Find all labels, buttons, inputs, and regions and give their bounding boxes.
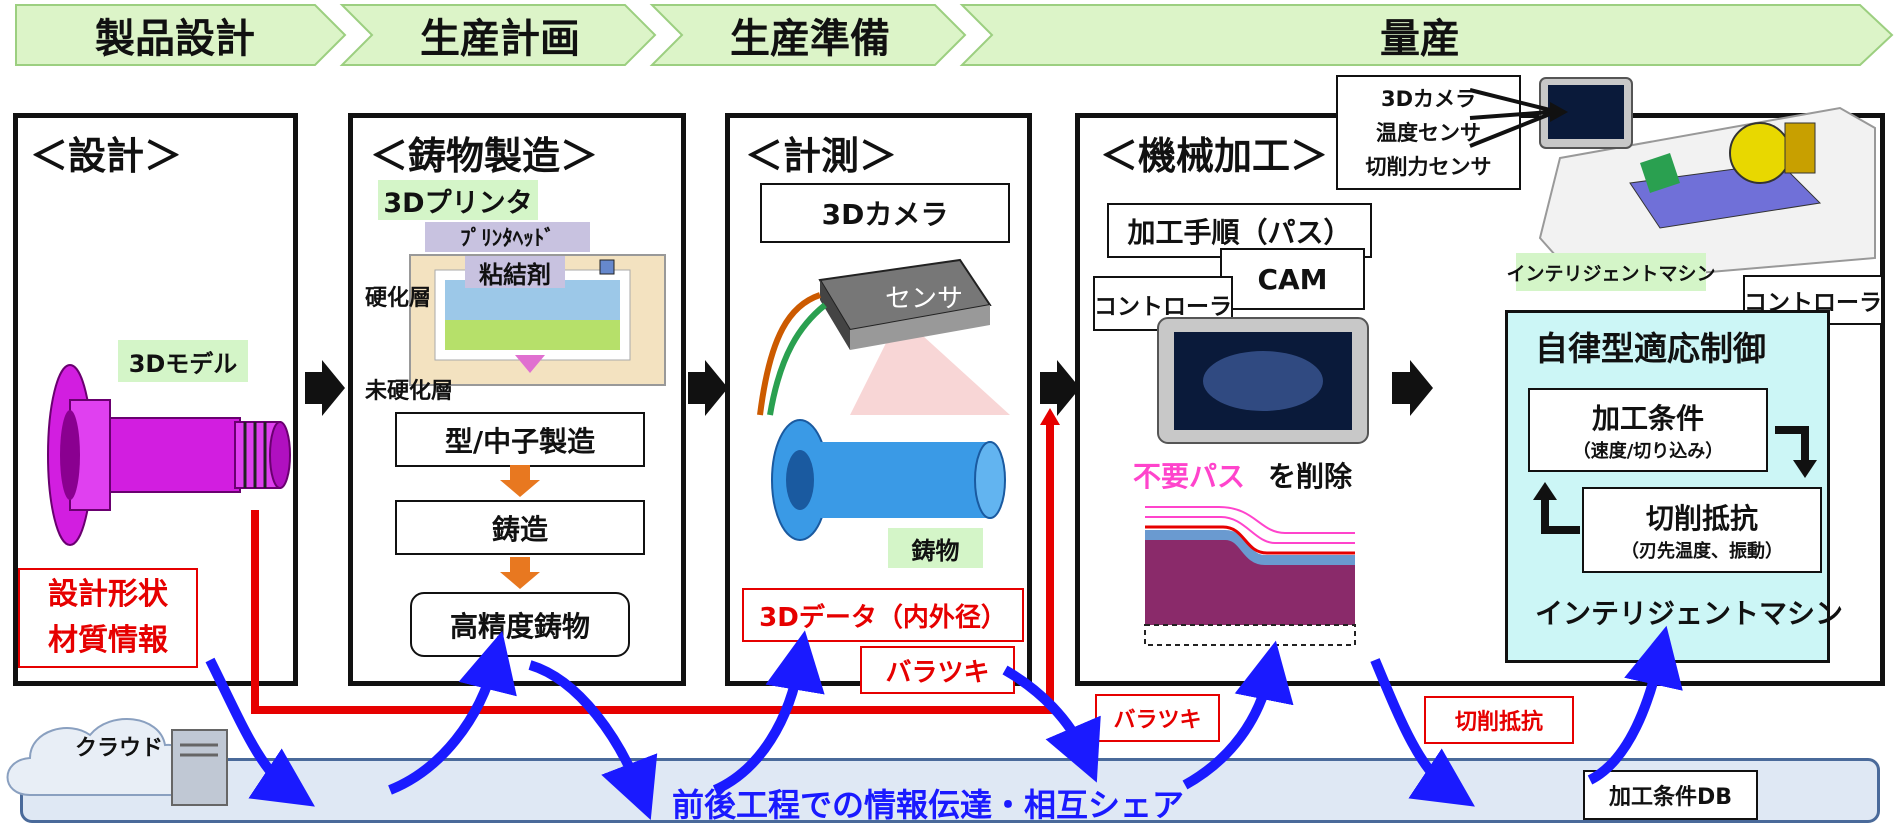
intelligent-machine-top-label: インテリジェントマシン (1507, 253, 1716, 291)
sensor-temperature: 温度センサ (1376, 120, 1481, 145)
cloud-icon (6, 718, 228, 806)
delete-label: を削除 (1268, 460, 1353, 493)
resistance-box: 切削抵抗 （刃先温度、振動） (1582, 487, 1822, 573)
casting-step: 鋳造 (395, 500, 645, 555)
3d-model-part-icon (47, 364, 291, 546)
unhardened-label: 未硬化層 (365, 379, 454, 404)
toolpath-diagram (1144, 506, 1356, 646)
machining-title: ＜機械加工＞ (1100, 134, 1329, 178)
printer-head-label: ﾌﾟﾘﾝﾀﾍｯﾄﾞ (425, 222, 590, 252)
3d-camera-sensor-icon: センサ (757, 258, 1010, 416)
share-text: 前後工程での情報伝達・相互シェア (672, 786, 1185, 824)
db-label-box: 加工条件DB (1583, 770, 1758, 820)
stage-header (15, 4, 1894, 66)
stage-product-design: 製品設計 (95, 16, 255, 62)
sensor-cutting-force: 切削力センサ (1365, 154, 1492, 179)
cloud-share-bar (20, 758, 1880, 823)
printer-label: 3Dプリンタ (378, 180, 538, 220)
design-title: ＜設計＞ (30, 134, 183, 178)
bottom-variation-tag: バラツキ (1095, 694, 1220, 742)
cond-sub: （速度/切り込み） (1572, 441, 1724, 462)
stage-production-prep: 生産準備 (730, 16, 890, 62)
cond-title: 加工条件 (1591, 402, 1704, 435)
shape-info-line1: 設計形状 (48, 577, 168, 612)
stage-mass-production: 量産 (1380, 16, 1460, 62)
tablet-controller-icon (1157, 317, 1369, 444)
sensor-list-box: 3Dカメラ 温度センサ 切削力センサ (1336, 75, 1521, 190)
adaptive-loop-arrows (1533, 426, 1817, 534)
machine-tool-illustration (1538, 77, 1876, 285)
sensor-3d-camera: 3Dカメラ (1380, 86, 1477, 111)
resistance-sub: （刃先温度、振動） (1621, 541, 1783, 562)
cam-box: CAM (1220, 248, 1365, 310)
intelligent-machine-label: インテリジェントマシン (1535, 597, 1844, 630)
stage-production-planning: 生産計画 (420, 16, 580, 62)
bottom-resistance-tag: 切削抵抗 (1424, 696, 1574, 744)
measure-variation-tag: バラツキ (860, 646, 1015, 694)
model-label: 3Dモデル (118, 340, 248, 382)
camera-box: 3Dカメラ (760, 183, 1010, 243)
sensor-pointer-arrows (1469, 88, 1568, 148)
casting-flow-arrows (500, 465, 540, 589)
sensor-text: センサ (885, 284, 963, 314)
resistance-title: 切削抵抗 (1645, 502, 1758, 535)
shape-info-box: 設計形状 材質情報 (18, 568, 198, 668)
cloud-label: クラウド (75, 736, 164, 761)
cond-box: 加工条件 （速度/切り込み） (1528, 388, 1768, 472)
precision-casting-step: 高精度鋳物 (410, 592, 630, 657)
hardened-label: 硬化層 (365, 286, 432, 311)
3d-data-box: 3Dデータ（内外径） (742, 588, 1024, 642)
process-flow-arrows (305, 360, 1433, 416)
casting-title: ＜鋳物製造＞ (370, 134, 599, 178)
measure-title: ＜計測＞ (745, 134, 898, 178)
casting-blue-part-icon (771, 419, 1006, 541)
binder-label: 粘結剤 (465, 256, 565, 289)
adaptive-title: 自律型適応制御 (1535, 329, 1766, 368)
mold-core-step: 型/中子製造 (395, 412, 645, 467)
adaptive-control-panel (1505, 310, 1830, 663)
casting-label: 鋳物 (888, 528, 983, 568)
shape-info-line2: 材質情報 (48, 623, 168, 658)
unneeded-path-label: 不要パス (1133, 460, 1246, 493)
